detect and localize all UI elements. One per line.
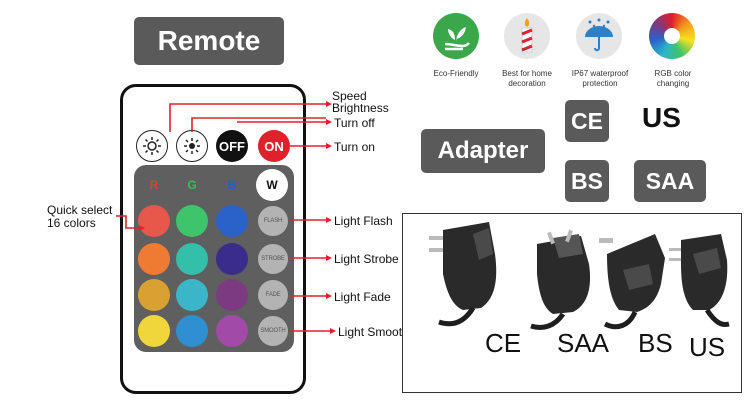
white-button[interactable]: W	[256, 169, 288, 201]
feature-label-eco: Eco-Friendly	[433, 69, 479, 78]
us-plug-icon	[669, 234, 730, 327]
color-button[interactable]	[216, 205, 248, 237]
adapter-photo: CE SAA BS US	[402, 213, 742, 393]
remote-title: Remote	[134, 17, 284, 65]
photo-label-us: US	[689, 332, 726, 362]
color-button[interactable]	[176, 279, 208, 311]
photo-label-bs: BS	[638, 328, 673, 358]
light-strobe-label: Light Strobe	[334, 252, 399, 266]
sun-dim-icon	[143, 137, 161, 155]
color-button[interactable]	[216, 315, 248, 347]
quick-select-label: Quick select 16 colors	[47, 204, 112, 230]
us-badge: US	[642, 102, 681, 133]
color-button[interactable]	[138, 243, 170, 275]
eco-friendly-icon	[433, 13, 479, 59]
color-button[interactable]	[138, 315, 170, 347]
turn-off-label: Turn off	[334, 116, 375, 130]
color-button[interactable]	[216, 243, 248, 275]
ce-plug-icon	[429, 222, 497, 327]
on-button[interactable]: ON	[258, 130, 290, 162]
sun-bright-icon	[184, 138, 200, 154]
off-button[interactable]: OFF	[216, 130, 248, 162]
photo-label-saa: SAA	[557, 328, 610, 358]
brightness-label: Brightness	[332, 101, 389, 115]
bs-plug-icon	[599, 234, 665, 330]
color-wheel-icon	[649, 13, 695, 59]
flash-button[interactable]: FLASH	[258, 206, 288, 236]
umbrella-rain-icon	[576, 13, 622, 59]
strobe-button[interactable]: STROBE	[258, 244, 288, 274]
photo-label-ce: CE	[485, 328, 522, 358]
color-button[interactable]	[138, 279, 170, 311]
speed-label: Speed	[332, 89, 367, 103]
color-button[interactable]	[176, 315, 208, 347]
color-button[interactable]	[138, 205, 170, 237]
saa-badge: SAA	[634, 160, 706, 202]
color-button[interactable]	[176, 243, 208, 275]
light-flash-label: Light Flash	[334, 214, 393, 228]
color-button[interactable]	[216, 279, 248, 311]
green-button[interactable]: G	[176, 169, 208, 201]
adapter-plugs-illustration	[429, 222, 730, 330]
candle-icon	[504, 13, 550, 59]
color-button[interactable]	[176, 205, 208, 237]
color-keypad: R G B W FLASH STROBE FADE SMOOTH	[134, 165, 294, 352]
smooth-button[interactable]: SMOOTH	[258, 316, 288, 346]
color-wheel-center	[664, 28, 680, 44]
turn-on-label: Turn on	[334, 140, 375, 154]
remote-top-row: OFF ON	[134, 126, 294, 166]
ce-badge: CE	[565, 100, 609, 142]
quick-select-line2: 16 colors	[47, 216, 96, 230]
light-fade-label: Light Fade	[334, 290, 391, 304]
light-smooth-label: Light Smooth	[338, 325, 402, 339]
red-button[interactable]: R	[138, 169, 170, 201]
fade-button[interactable]: FADE	[258, 280, 288, 310]
adapter-title: Adapter	[421, 129, 545, 173]
quick-select-line1: Quick select	[47, 203, 113, 217]
saa-plug-icon	[530, 229, 591, 330]
brightness-down-button[interactable]	[136, 130, 168, 162]
blue-button[interactable]: B	[216, 169, 248, 201]
bs-badge: BS	[565, 160, 609, 202]
brightness-up-button[interactable]	[176, 130, 208, 162]
